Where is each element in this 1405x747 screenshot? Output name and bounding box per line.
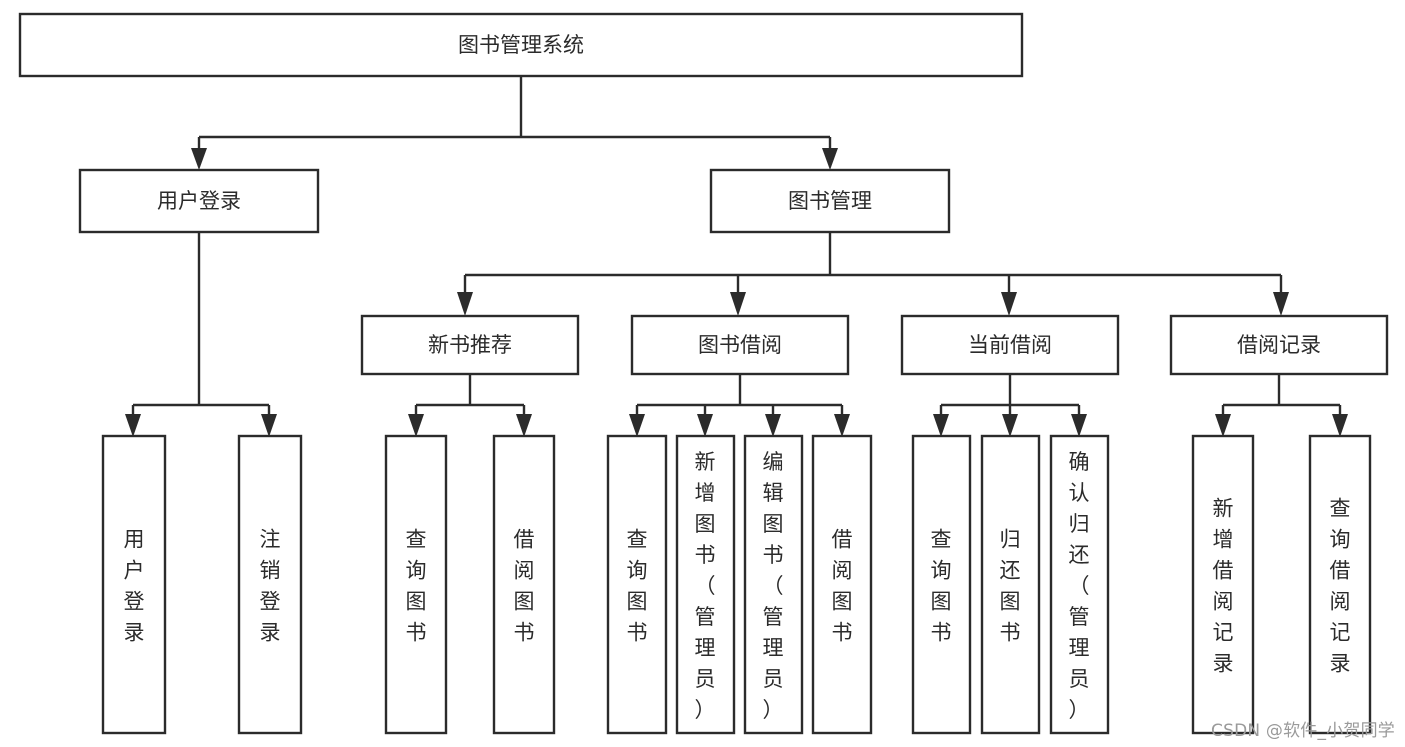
leaf-node-query-borrow-record-label: 查询借阅记录 [1330,497,1351,676]
leaf-node-borrow-book-recommend-label: 借阅图书 [514,528,535,645]
node-root-label: 图书管理系统 [458,33,584,57]
arrow-head-leaf-10 [1002,414,1018,437]
leaf-node-confirm-return-admin-box[interactable] [1049,434,1110,735]
node-root-box[interactable] [18,12,1024,78]
node-new-book-recommend-label: 新书推荐 [428,333,512,357]
leaf-node-confirm-return-admin[interactable]: 确认归还（管理员） [1049,434,1110,735]
arrow-head-leaf-3 [408,414,424,437]
arrow-head-leaf-7 [765,414,781,437]
leaf-node-borrow-book-borrow-label: 借阅图书 [832,528,853,645]
node-root-book-management-system[interactable]: 图书管理系统 [18,12,1024,78]
node-current-borrow[interactable]: 当前借阅 [900,314,1120,376]
leaf-node-logout-box[interactable] [237,434,303,735]
leaf-node-query-book-borrow-label: 查询图书 [627,528,648,645]
leaf-node-query-borrow-record[interactable]: 查询借阅记录 [1308,434,1372,735]
arrow-head-leaf-1 [125,414,141,437]
arrow-head-leaf-4 [516,414,532,437]
leaf-node-borrow-book-recommend[interactable]: 借阅图书 [492,434,556,735]
leaf-node-add-book-admin[interactable]: 新增图书（管理员） [675,434,736,735]
node-user-login-label: 用户登录 [157,189,241,213]
leaf-node-return-book[interactable]: 归还图书 [980,434,1041,735]
arrow-head-level2-2 [730,292,746,316]
arrow-head-level2-4 [1273,292,1289,316]
arrow-head-leaf-8 [834,414,850,437]
leaf-node-query-book-recommend[interactable]: 查询图书 [384,434,448,735]
arrow-head-leaf-6 [697,414,713,437]
node-book-management-box[interactable] [709,168,951,234]
node-book-management[interactable]: 图书管理 [709,168,951,234]
arrow-head-leaf-13 [1332,414,1348,437]
node-book-borrow-box[interactable] [630,314,850,376]
leaf-node-query-book-current[interactable]: 查询图书 [911,434,972,735]
leaf-node-query-book-borrow-box[interactable] [606,434,668,735]
leaf-node-user-login-box[interactable] [101,434,167,735]
arrow-head-leaf-9 [933,414,949,437]
arrow-head-leaf-5 [629,414,645,437]
leaf-node-borrow-book-recommend-box[interactable] [492,434,556,735]
node-new-book-recommend[interactable]: 新书推荐 [360,314,580,376]
leaf-node-add-borrow-record-box[interactable] [1191,434,1255,735]
leaf-node-query-book-current-box[interactable] [911,434,972,735]
node-user-login[interactable]: 用户登录 [78,168,320,234]
node-new-book-recommend-box[interactable] [360,314,580,376]
leaf-node-user-login[interactable]: 用户登录 [101,434,167,735]
arrow-head-level2-1 [457,292,473,316]
leaf-node-query-book-recommend-label: 查询图书 [406,528,427,645]
node-borrow-record[interactable]: 借阅记录 [1169,314,1389,376]
leaf-node-return-book-label: 归还图书 [1000,528,1021,645]
node-user-login-box[interactable] [78,168,320,234]
leaf-node-add-borrow-record-label: 新增借阅记录 [1213,497,1234,676]
arrow-head-leaf-12 [1215,414,1231,437]
leaf-node-edit-book-admin-label: 编辑图书（管理员） [763,450,784,722]
leaf-node-add-book-admin-box[interactable] [675,434,736,735]
leaf-node-confirm-return-admin-label: 确认归还（管理员） [1069,450,1090,722]
leaf-node-query-borrow-record-box[interactable] [1308,434,1372,735]
node-borrow-record-box[interactable] [1169,314,1389,376]
leaf-node-return-book-box[interactable] [980,434,1041,735]
arrow-head-leaf-2 [261,414,277,437]
leaf-node-logout-label: 注销登录 [260,528,281,645]
arrow-head-level2-3 [1001,292,1017,316]
leaf-node-query-book-borrow[interactable]: 查询图书 [606,434,668,735]
arrow-head-leaf-11 [1071,414,1087,437]
leaf-node-add-borrow-record[interactable]: 新增借阅记录 [1191,434,1255,735]
node-borrow-record-label: 借阅记录 [1237,333,1321,357]
node-current-borrow-label: 当前借阅 [968,333,1052,357]
node-current-borrow-box[interactable] [900,314,1120,376]
leaf-node-borrow-book-borrow[interactable]: 借阅图书 [811,434,873,735]
leaf-node-borrow-book-borrow-box[interactable] [811,434,873,735]
leaf-node-logout[interactable]: 注销登录 [237,434,303,735]
connector-layer [125,76,1348,437]
leaf-node-query-book-recommend-box[interactable] [384,434,448,735]
leaf-node-edit-book-admin[interactable]: 编辑图书（管理员） [743,434,804,735]
leaf-node-add-book-admin-label: 新增图书（管理员） [695,450,716,722]
arrow-head-book-manage [822,148,838,170]
arrow-head-user-login [191,148,207,170]
node-book-borrow[interactable]: 图书借阅 [630,314,850,376]
leaf-node-user-login-label: 用户登录 [124,528,145,645]
leaf-node-edit-book-admin-box[interactable] [743,434,804,735]
leaf-node-query-book-current-label: 查询图书 [931,528,952,645]
node-book-management-label: 图书管理 [788,189,872,213]
node-book-borrow-label: 图书借阅 [698,333,782,357]
